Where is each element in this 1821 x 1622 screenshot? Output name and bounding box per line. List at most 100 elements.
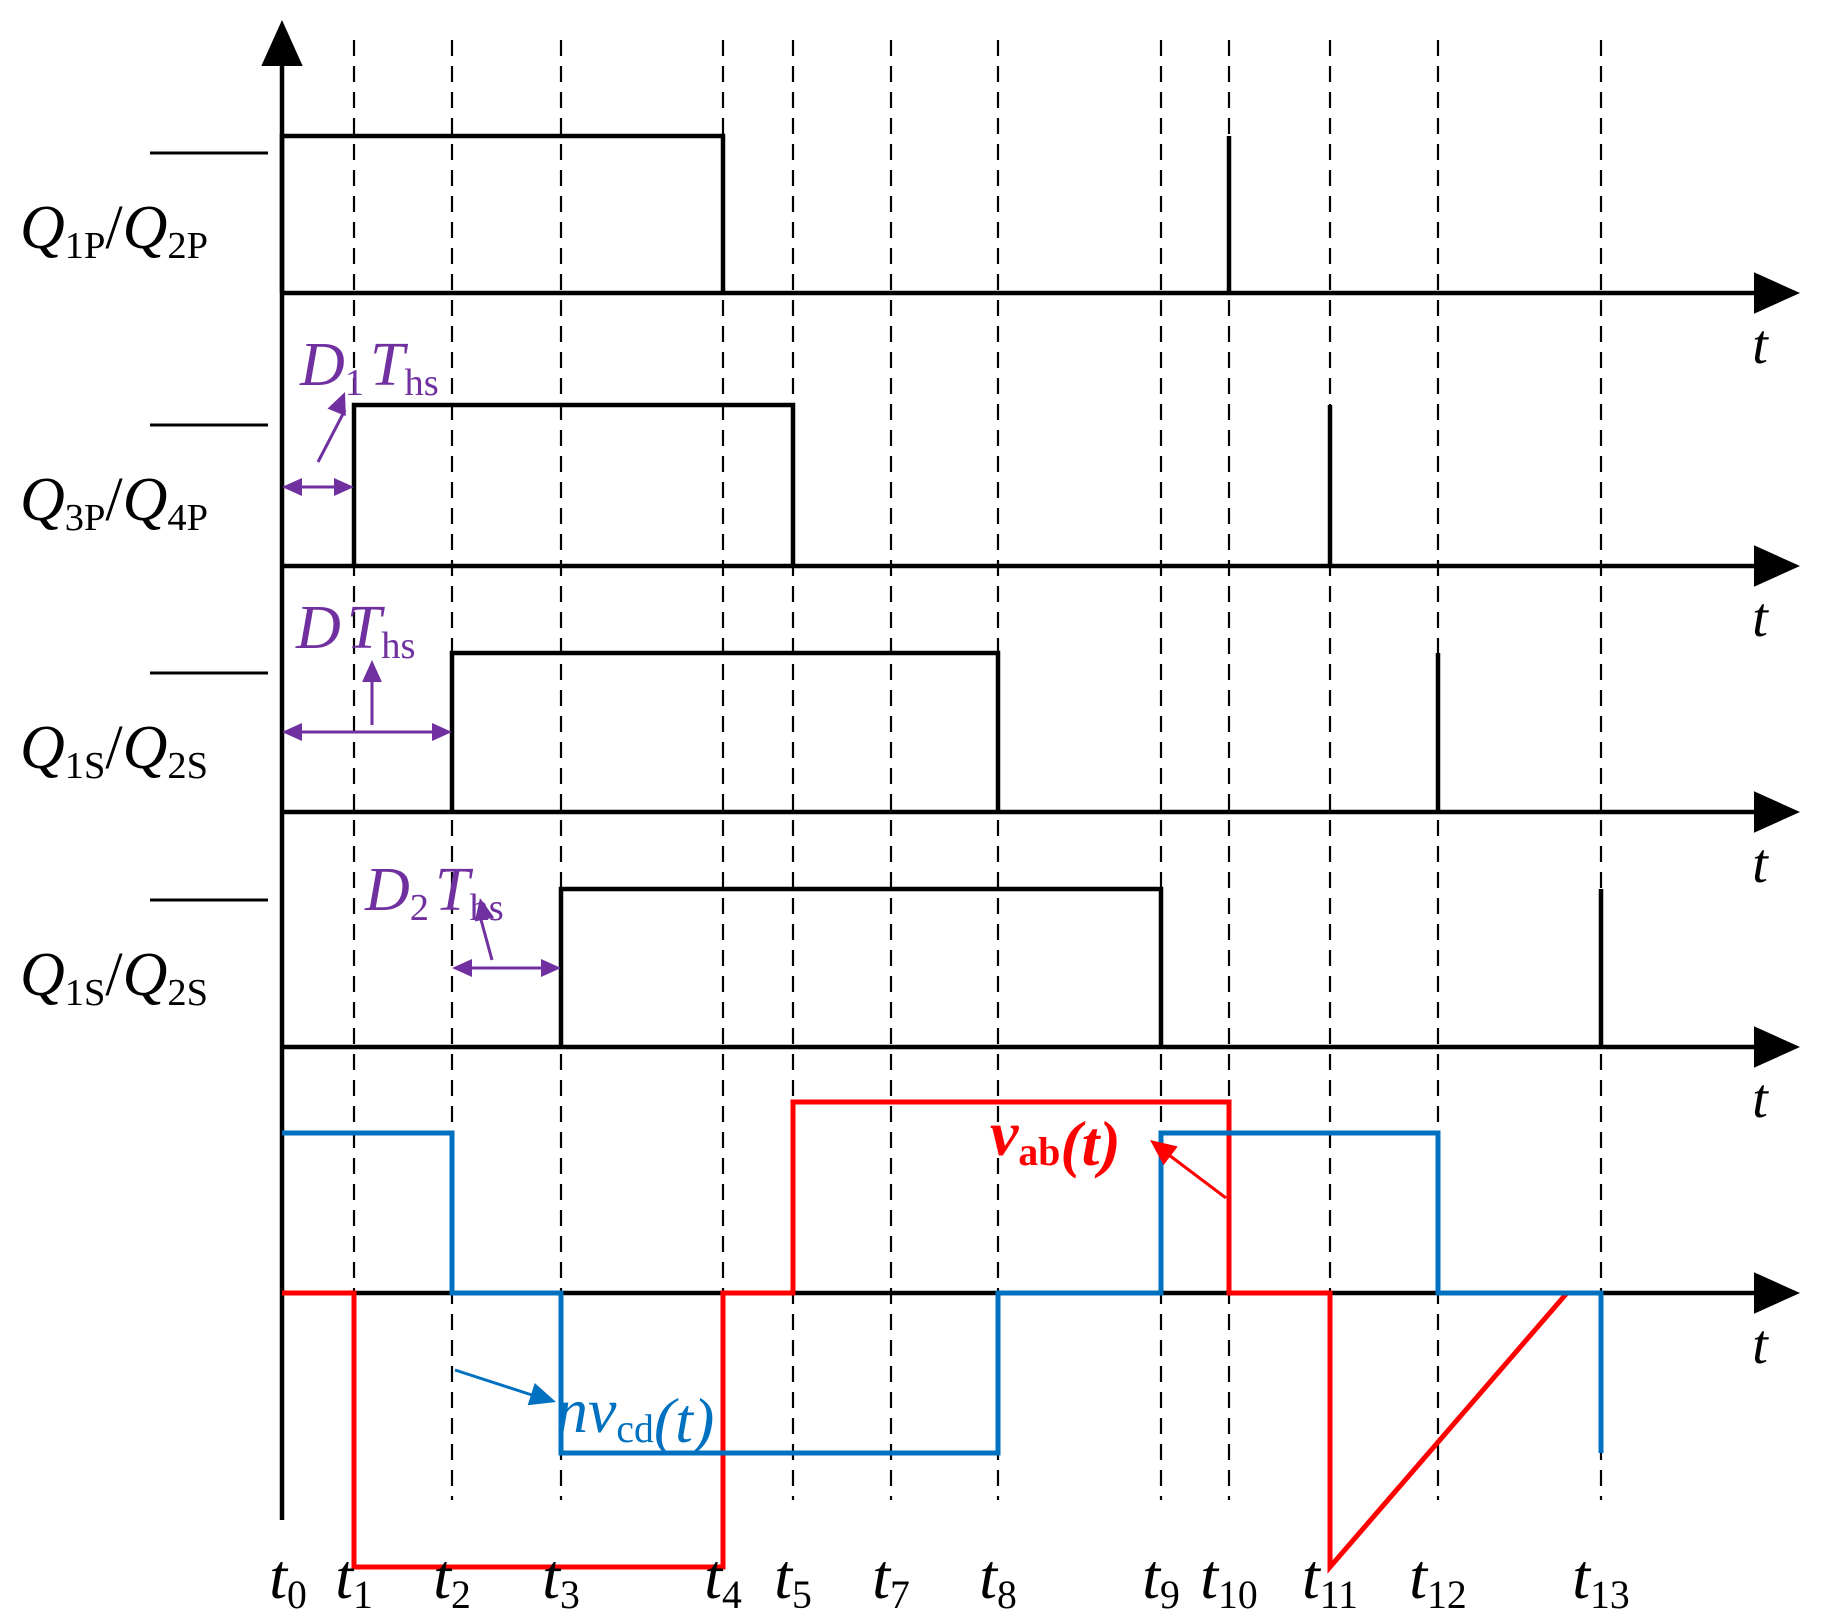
time-label-10-part: 11 [1320,1573,1358,1617]
vab-label-part: (t) [1060,1108,1120,1179]
nvcd-label-part: cd [616,1407,654,1451]
time-label-8-part: 9 [1160,1573,1180,1617]
time-label-8-part: t [1142,1541,1162,1612]
time-label-6-part: 7 [890,1573,910,1617]
time-label-3: t3 [542,1541,580,1617]
row-label-q3p-q4p-part: 4P [167,497,208,539]
row-label-q1p-q2p-part: 1P [65,225,106,267]
label-d2-ths-part: 2 [410,887,429,929]
time-label-2: t2 [433,1541,471,1617]
span-right-d2-ths [541,959,561,977]
label-d1-ths-part: T [370,331,409,399]
time-label-11-part: t [1409,1541,1429,1612]
span-left-d1-ths [282,478,302,496]
row-label-q3p-q4p-part: Q [123,466,168,534]
time-label-4-part: t [704,1541,724,1612]
time-axis-arrow-2 [1754,791,1800,833]
row-label-q3p-q4p: Q3P/Q4P [20,466,208,539]
row-label-q1p-q2p: Q1P/Q2P [20,194,208,267]
label-d1-ths-part: hs [404,362,438,404]
time-grid [352,40,1603,1500]
span-right-d-ths [432,723,452,741]
row-label-q1s-q2s-b-part: 1S [65,972,106,1014]
time-axis-label-1: t [1752,587,1769,649]
time-label-9-part: 10 [1218,1573,1258,1617]
label-d2-ths-part: D [364,856,410,924]
row-label-q1s-q2s-b-part: Q [20,941,65,1009]
nvcd-label: nvcd(t) [556,1375,714,1456]
gate-signal-q1s-q2s-b [558,886,1604,1047]
row-label-q1p-q2p-part: Q [20,194,65,262]
time-label-10: t11 [1302,1541,1358,1617]
time-label-9: t10 [1200,1541,1257,1617]
label-d1-ths-part: D [299,331,345,399]
vab-pointer [1164,1150,1227,1200]
row-label-q1p-q2p-part: / [105,194,123,262]
stem-arrow-d1-ths [327,392,346,417]
time-label-11: t12 [1409,1541,1466,1617]
row-label-q3p-q4p-part: Q [20,466,65,534]
time-label-0-part: t [269,1541,289,1612]
time-label-7: t8 [979,1541,1017,1617]
time-label-3-part: t [542,1541,562,1612]
label-d-ths-part: T [347,594,386,662]
vab-pointer-arrow [1150,1140,1178,1166]
row-label-q1p-q2p-part: 2P [167,225,208,267]
time-label-1: t1 [335,1541,373,1617]
stem-arrow-d2-ths [474,898,495,922]
time-axis-arrow-0 [1754,272,1800,314]
gate-signal-q3p-q4p [351,402,1333,566]
time-axis-label-0-part: t [1752,314,1769,376]
row-label-q1s-q2s-b-part: 2S [167,972,208,1014]
row-label-q3p-q4p-part: / [105,466,123,534]
time-axis-arrow-1 [1754,545,1800,587]
row-label-q1s-q2s-a-part: Q [123,714,168,782]
time-label-2-part: t [433,1541,453,1612]
label-d2-ths: D2Ths [364,856,504,929]
span-left-d2-ths [452,959,472,977]
nvcd-pointer [454,1368,536,1398]
time-label-12-part: t [1572,1541,1592,1612]
nvcd-label-part: (t) [654,1385,714,1456]
span-right-d1-ths [334,478,354,496]
time-label-11-part: 12 [1427,1573,1467,1617]
vab-label: vab(t) [990,1098,1121,1179]
time-label-1-part: t [335,1541,355,1612]
time-label-5: t5 [774,1541,812,1617]
time-label-12: t13 [1572,1541,1629,1617]
time-label-2-part: 2 [451,1573,471,1617]
label-d-ths-part: D [295,594,341,662]
vab-label-part: ab [1018,1130,1060,1174]
time-axis-label-4-part: t [1752,1314,1769,1376]
row-label-q1s-q2s-a: Q1S/Q2S [20,714,208,787]
nvcd-label-part: nv [556,1375,617,1446]
stem-d1-ths [316,409,347,463]
time-axis-label-2: t [1752,833,1769,895]
time-label-9-part: t [1200,1541,1220,1612]
time-label-7-part: 8 [997,1573,1017,1617]
waveform-nvcd [282,1130,1604,1456]
labels: tttttQ1P/Q2PQ3P/Q4PQ1S/Q2SQ1S/Q2Svab(t)n… [20,151,1769,1617]
label-d2-ths-part: T [435,856,474,924]
time-label-10-part: t [1302,1541,1322,1612]
time-label-12-part: 13 [1590,1573,1630,1617]
time-axis-arrow-3 [1754,1026,1800,1068]
time-label-0-part: 0 [287,1573,307,1617]
vertical-axis-arrow [261,20,303,66]
vab-label-part: v [990,1098,1019,1169]
time-axis-label-3-part: t [1752,1068,1769,1130]
time-label-8: t9 [1142,1541,1180,1617]
time-label-7-part: t [979,1541,999,1612]
time-axis-label-4: t [1752,1314,1769,1376]
row-label-q1s-q2s-b-part: / [105,941,123,1009]
time-axis-label-2-part: t [1752,833,1769,895]
time-label-4-part: 4 [722,1573,742,1617]
row-label-q1p-q2p-part: Q [123,194,168,262]
label-d2-ths-part: hs [469,887,503,929]
gate-signal-q1s-q2s-a [449,650,1441,812]
row-label-q1s-q2s-a-part: 1S [65,745,106,787]
stem-d2-ths [478,915,494,961]
time-label-5-part: t [774,1541,794,1612]
time-axis-label-0: t [1752,314,1769,376]
